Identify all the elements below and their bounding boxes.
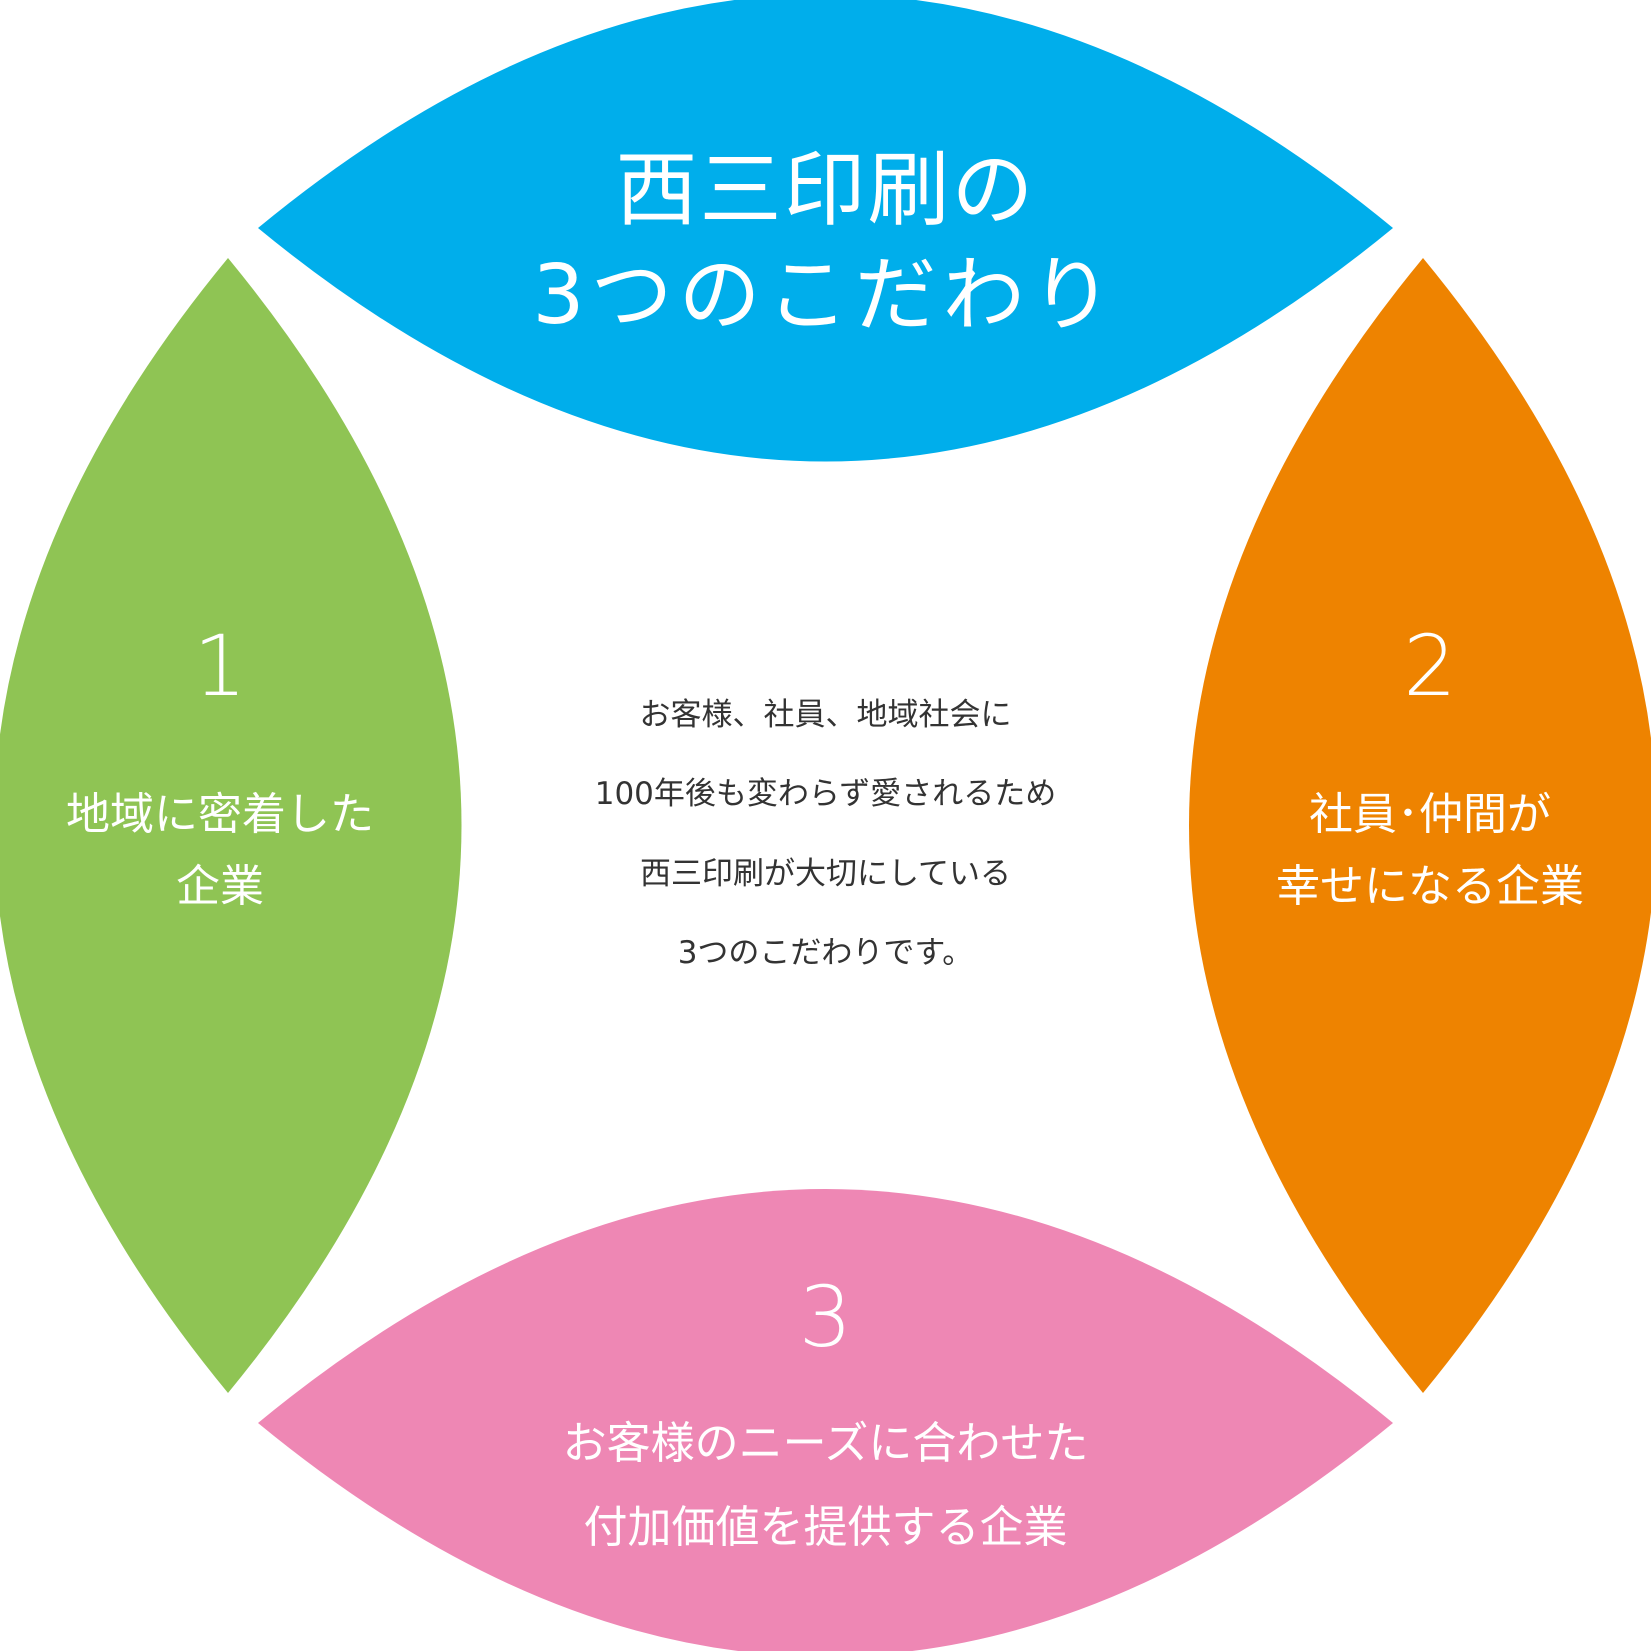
petal-right xyxy=(1189,258,1651,1393)
item-2-label-line-2: 幸せになる企業 xyxy=(1276,861,1584,912)
center-text-line-1: お客様、社員、地域社会に xyxy=(639,697,1012,733)
center-text-line-3: 西三印刷が大切にしている xyxy=(639,856,1012,892)
item-3-number: 3 xyxy=(798,1268,853,1366)
center-text-line-4: 3つのこだわりです。 xyxy=(677,935,974,971)
center-text-line-2: 100年後も変わらず愛されるため xyxy=(594,776,1057,812)
item-3-label-line-1: お客様のニーズに合わせた xyxy=(562,1418,1089,1469)
item-1-label-line-2: 企業 xyxy=(176,861,264,912)
item-3-label-line-2: 付加価値を提供する企業 xyxy=(583,1502,1068,1553)
item-2-label-line-1: 社員･仲間が xyxy=(1309,789,1551,840)
petal-left xyxy=(0,258,462,1393)
item-2-number: 2 xyxy=(1403,617,1457,715)
item-1-label-line-1: 地域に密着した xyxy=(66,789,374,840)
title-line-2: 3つのこだわり xyxy=(532,248,1119,343)
item-1-number: 1 xyxy=(193,617,247,715)
petal-top xyxy=(258,0,1393,462)
title-line-1: 西三印刷の xyxy=(615,143,1036,238)
petal-bottom xyxy=(258,1189,1393,1651)
